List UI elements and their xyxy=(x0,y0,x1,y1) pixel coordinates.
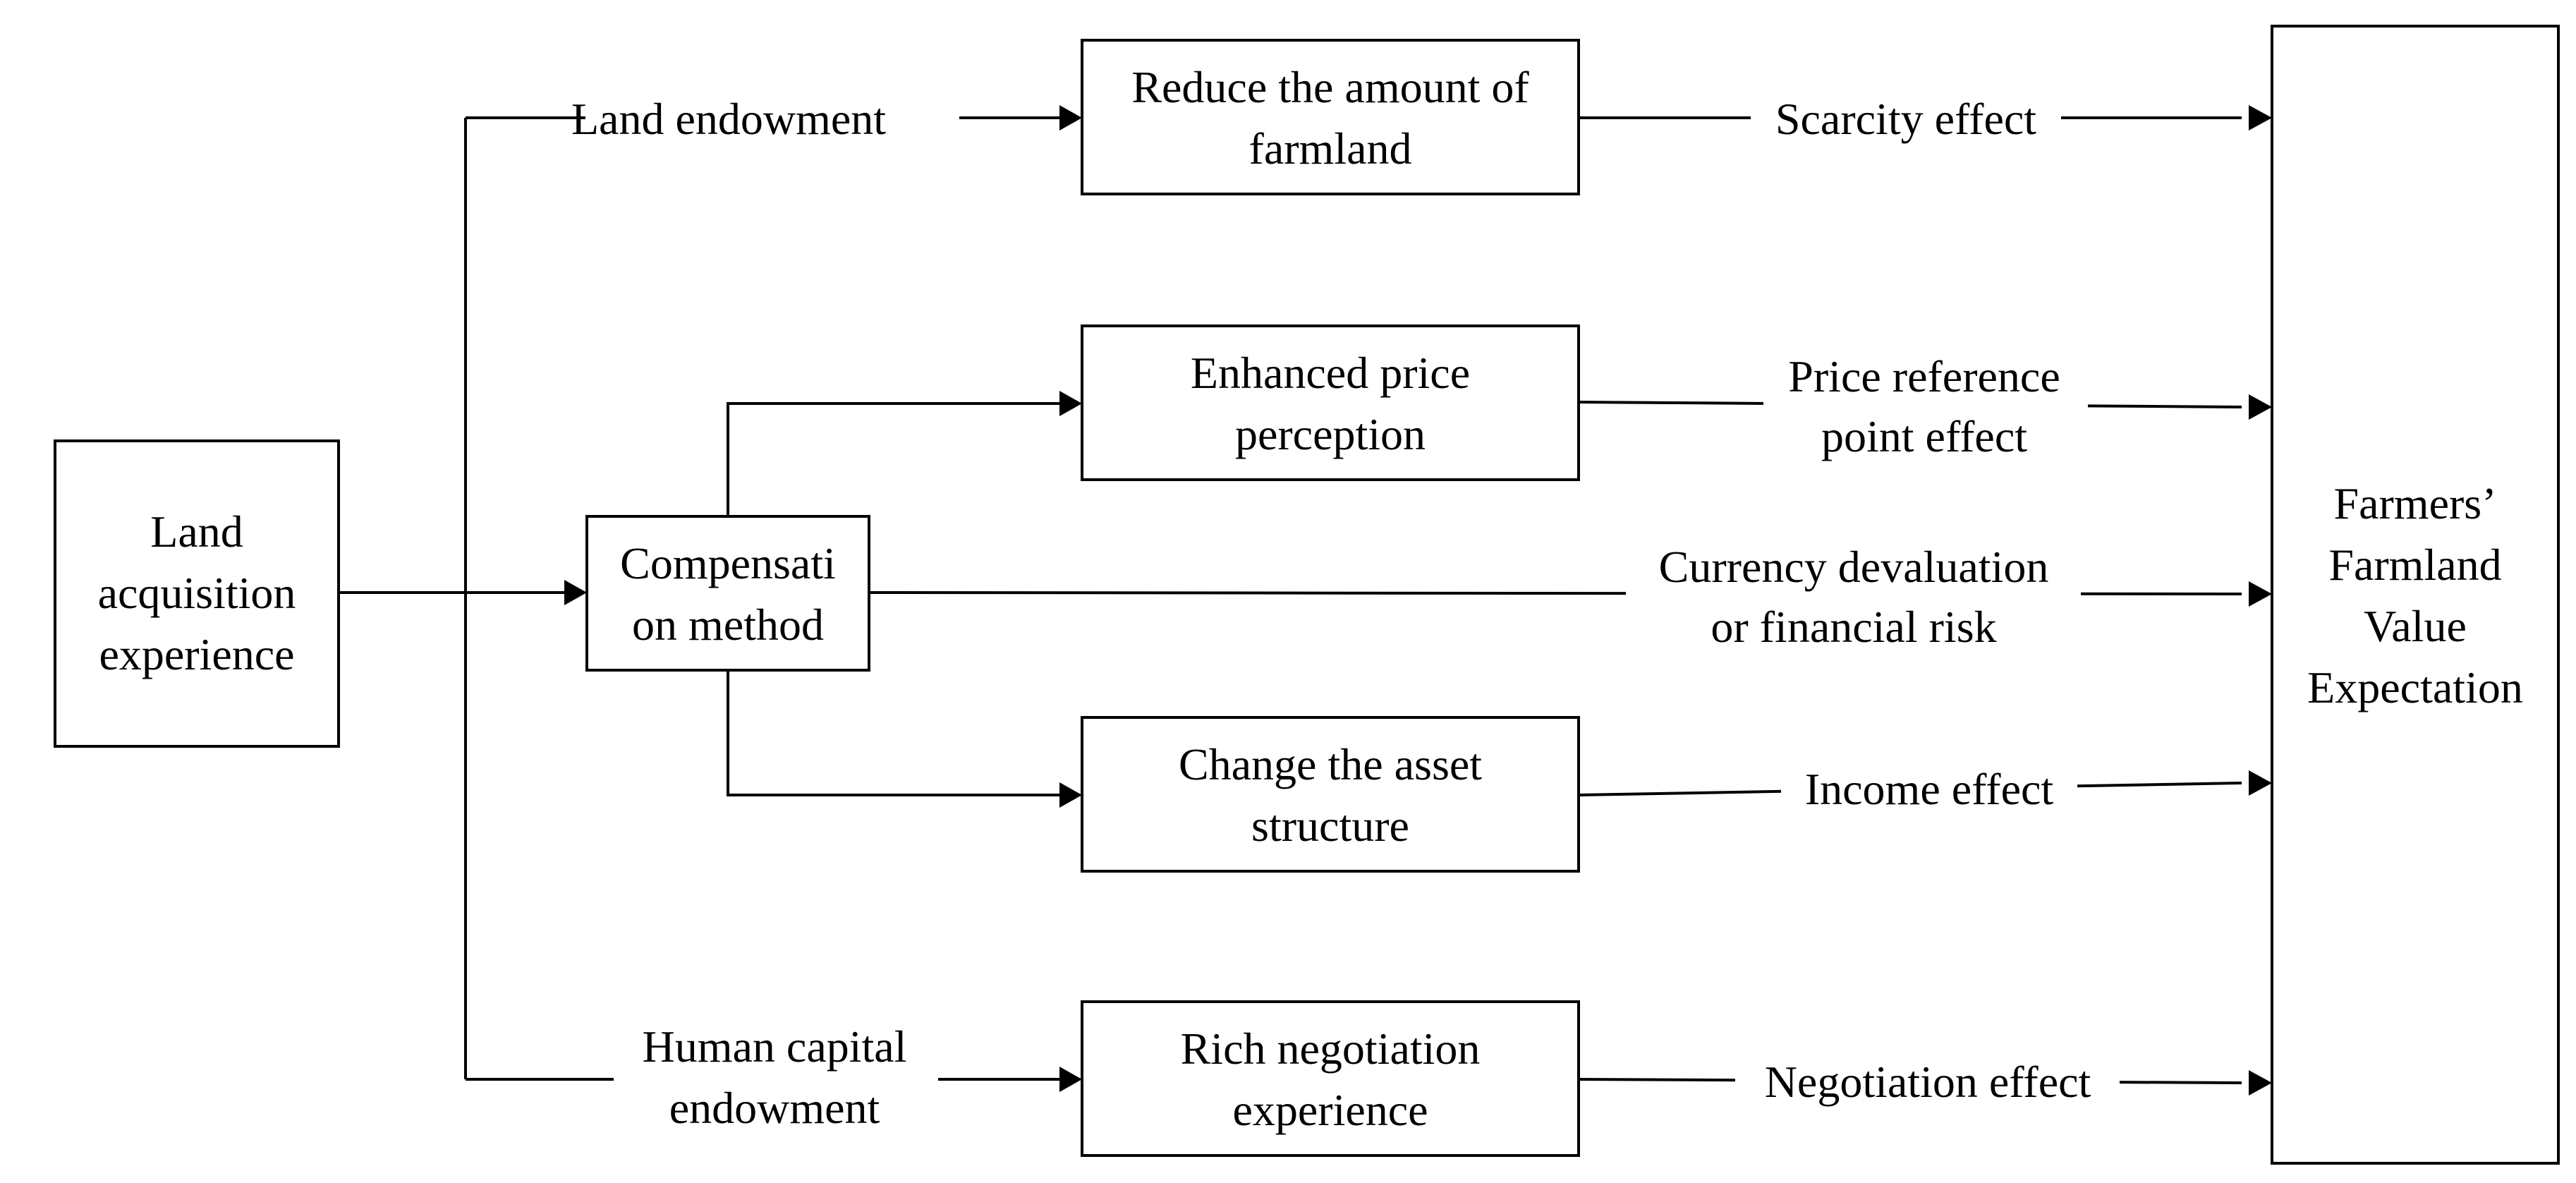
edge-label-price-reference-line-2: point effect xyxy=(1821,411,2027,461)
edge-label-negotiation: Negotiation effect xyxy=(1735,1051,2120,1110)
node-reduce-farmland: Reduce the amount of farmland xyxy=(1081,39,1580,195)
edge-label-human-capital-line-2: endowment xyxy=(669,1083,880,1133)
edge-label-currency: Currency devaluation or financial risk xyxy=(1626,533,2081,660)
arrowhead-income xyxy=(2249,770,2272,796)
edge-label-scarcity: Scarcity effect xyxy=(1751,88,2061,147)
arrowheads xyxy=(564,105,2272,1096)
connector-comp-to-asset xyxy=(727,670,1059,796)
node-negotiation-experience-box xyxy=(1081,1000,1580,1157)
arrowhead-to-price-perception xyxy=(1059,391,1082,416)
node-reduce-farmland-line-1: Reduce the amount of xyxy=(1131,62,1529,112)
edge-label-price-reference-line-1: Price reference xyxy=(1788,351,2060,401)
edge-label-currency-line-1: Currency devaluation xyxy=(1659,542,2049,592)
arrowhead-price-reference xyxy=(2249,394,2272,420)
label-background xyxy=(1735,1051,2120,1110)
edge-label-income-line-1: Income effect xyxy=(1805,764,2054,814)
edge-label-income: Income effect xyxy=(1781,758,2077,818)
label-background xyxy=(1781,758,2077,818)
node-negotiation-experience: Rich negotiation experience xyxy=(1081,1000,1580,1157)
edge-label-human-capital-line-1: Human capital xyxy=(643,1021,907,1072)
node-compensation-box xyxy=(585,515,870,672)
node-value-expectation-line-1: Farmers’ xyxy=(2333,478,2496,528)
node-price-perception: Enhanced price perception xyxy=(1081,324,1580,481)
node-value-expectation-box xyxy=(2271,25,2560,1165)
node-value-expectation-line-2: Farmland xyxy=(2328,540,2501,590)
edge-label-price-reference: Price reference point effect xyxy=(1763,339,2088,466)
node-price-perception-line-1: Enhanced price xyxy=(1191,348,1470,398)
node-price-perception-box xyxy=(1081,324,1580,481)
arrowhead-to-compensation xyxy=(564,580,587,605)
arrowhead-negotiation xyxy=(2249,1070,2272,1096)
node-asset-structure-line-2: structure xyxy=(1251,801,1409,851)
node-compensation-line-2: on method xyxy=(632,600,824,650)
node-land-acquisition-box xyxy=(54,439,340,748)
edge-label-human-capital: Human capital endowment xyxy=(614,1012,938,1143)
label-background xyxy=(585,88,959,147)
arrowhead-to-asset-structure xyxy=(1059,782,1082,808)
connector-comp-to-price xyxy=(727,402,1059,515)
node-reduce-farmland-box xyxy=(1081,39,1580,195)
arrowhead-to-negotiation-experience xyxy=(1059,1067,1082,1092)
edge-label-negotiation-line-1: Negotiation effect xyxy=(1765,1057,2091,1107)
edge-labels: Land endowment Human capital endowment S… xyxy=(571,88,2120,1143)
node-land-acquisition-line-2: acquisition xyxy=(98,568,296,618)
node-land-acquisition-line-3: experience xyxy=(99,629,294,679)
node-value-expectation: Farmers’ Farmland Value Expectation xyxy=(2271,25,2560,1165)
arrowhead-currency xyxy=(2249,581,2272,607)
node-value-expectation-line-4: Expectation xyxy=(2307,662,2523,712)
arrowhead-to-reduce-farmland xyxy=(1059,105,1082,131)
edge-label-land-endowment-line-1: Land endowment xyxy=(571,94,886,144)
node-negotiation-experience-line-1: Rich negotiation xyxy=(1181,1024,1481,1074)
node-reduce-farmland-line-2: farmland xyxy=(1249,123,1412,174)
node-compensation: Compensati on method xyxy=(585,515,870,672)
node-negotiation-experience-line-2: experience xyxy=(1232,1085,1428,1135)
edge-label-scarcity-line-1: Scarcity effect xyxy=(1775,94,2036,144)
node-land-acquisition: Land acquisition experience xyxy=(54,439,340,748)
node-asset-structure-line-1: Change the asset xyxy=(1179,739,1482,789)
connectors xyxy=(339,116,2242,1084)
label-background xyxy=(1626,533,2081,660)
node-compensation-line-1: Compensati xyxy=(620,538,836,588)
arrowhead-scarcity xyxy=(2249,105,2272,131)
edge-label-land-endowment: Land endowment xyxy=(571,88,959,147)
edge-label-currency-line-2: or financial risk xyxy=(1711,602,1996,652)
node-land-acquisition-line-1: Land xyxy=(150,506,243,557)
node-value-expectation-line-3: Value xyxy=(2364,601,2467,651)
label-background xyxy=(1763,339,2088,466)
node-asset-structure: Change the asset structure xyxy=(1081,716,1580,873)
label-background xyxy=(1751,88,2061,147)
node-asset-structure-box xyxy=(1081,716,1580,873)
node-price-perception-line-2: perception xyxy=(1235,409,1426,459)
label-background xyxy=(614,1012,938,1143)
